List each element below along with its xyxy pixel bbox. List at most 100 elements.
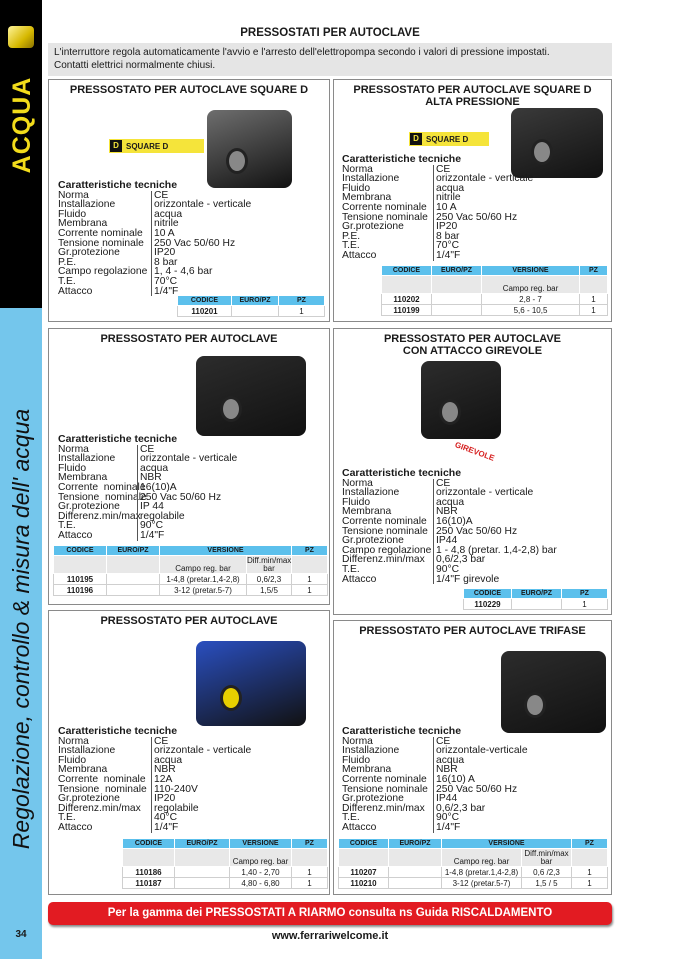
table-cell: 0,6 /2,3 [521,866,572,878]
spec-label: Attacco [342,821,377,833]
product-title: PRESSOSTATO PER AUTOCLAVE TRIFASE [359,625,586,637]
spec-value: 1/4"F [151,822,178,833]
column-header: VERSIONE [481,265,580,276]
spec-label: Differenz.min/max [58,510,141,522]
column-header: EURO/PZ [174,838,230,849]
spec-value: IP44 [433,794,457,804]
spec-label: Attacco [58,285,93,297]
subheader-cell: Diff.min/max bar [521,848,572,867]
spec-value: acqua [137,463,168,474]
spec-label: Fluido [342,754,371,766]
spec-value: 90°C [433,564,459,575]
column-header: PZ [561,588,608,599]
spec-value: nitrile [433,193,461,203]
spec-value: 1/4"F [137,530,164,541]
subheader-cell [174,848,230,867]
spec-label: Installazione [342,173,400,185]
spec-label: Membrana [58,218,108,230]
subheader-cell [291,848,328,867]
spec-value: 16(10)A [137,483,177,493]
sidebar-section-bar [0,0,42,308]
page-number: 34 [15,929,27,940]
specs-heading: Caratteristiche tecniche [342,725,462,737]
column-header: PZ [579,265,608,276]
spec-label: Fluido [58,462,87,474]
table-cell [431,304,482,316]
spec-label: Differenz.min/max [58,802,141,814]
spec-value: orizzontale - verticale [151,746,251,756]
subheader-cell [381,275,432,294]
table-cell: 1 [561,598,608,610]
spec-value: 0,6/2,3 bar [433,803,485,814]
spec-value: IP20 [151,794,175,804]
spec-label: Corrente nominale [342,201,427,213]
table-cell: 1 [278,305,325,317]
subheader-cell: Campo reg. bar [229,848,292,867]
table-cell: 2,8 - 7 [481,293,580,305]
spec-value: regolabile [151,803,199,814]
intro-line: L'interruttore regola automaticamente l'… [54,47,550,58]
table-cell: 1 [291,584,328,596]
table-cell: 1 [571,866,608,878]
spec-value: orizzontale - verticale [433,174,533,184]
spec-value: acqua [433,755,464,766]
spec-label: Installazione [342,487,400,499]
spec-value: CE [151,190,168,201]
spec-value: 90°C [433,813,459,823]
spec-label: T.E. [58,812,76,824]
column-header: EURO/PZ [106,545,160,556]
spec-label: Norma [58,189,89,201]
spec-label: T.E. [342,812,360,824]
specs-heading: Caratteristiche tecniche [58,433,178,445]
product-title: PRESSOSTATO PER AUTOCLAVE [100,615,278,627]
product-code: 110186 [122,866,175,878]
table-subheader: Campo reg. bar [381,275,608,294]
specs-heading: Caratteristiche tecniche [58,179,178,191]
product-code: 110195 [53,573,107,585]
spec-label: Corrente nominale [58,481,146,493]
product-code: 110202 [381,293,432,305]
table-cell [231,305,279,317]
spec-row: T.E.90°C [342,564,557,575]
promo-banner[interactable]: Per la gamma dei PRESSOSTATI A RIARMO co… [48,902,612,925]
spec-value: NBR [433,765,458,775]
subheader-cell [571,848,608,867]
spec-value: 0,6/2,3 bar [433,555,485,565]
spec-label: Campo regolazione [342,544,432,556]
spec-value: 1 - 4,8 (pretar. 1,4-2,8) bar [433,545,557,556]
spec-value: NBR [137,473,162,483]
spec-value: 12A [151,775,172,785]
table-cell: 1,5 / 5 [521,877,572,889]
column-header: PZ [278,295,325,306]
spec-value: 40°C [151,813,177,823]
website-link[interactable]: www.ferrariwelcome.it [271,930,389,942]
